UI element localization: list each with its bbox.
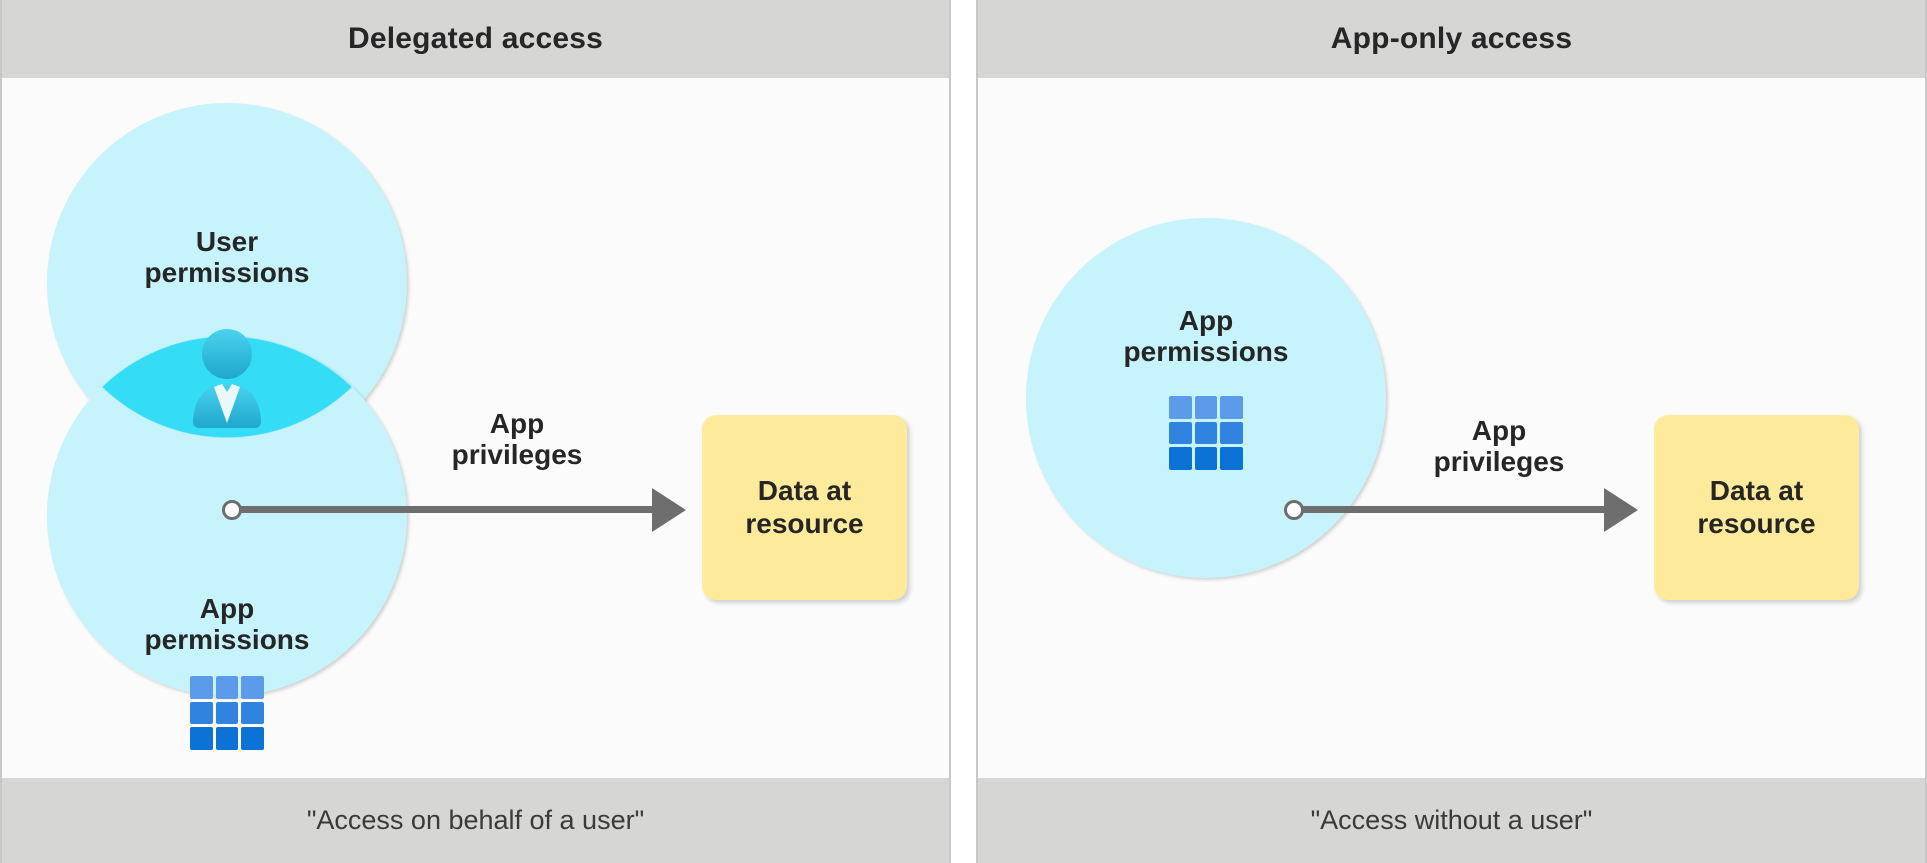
- edge-label-line1: App: [489, 408, 545, 439]
- panel-header-app-only: App-only access: [978, 0, 1925, 78]
- edge-label-app-privileges-app-only: App privileges: [1384, 415, 1614, 478]
- resource-label-line1: Data at: [1709, 475, 1804, 507]
- connector-line-delegated: [238, 506, 656, 513]
- grid-cell: [1169, 447, 1192, 470]
- grid-cell: [241, 701, 264, 725]
- grid-cell: [215, 676, 239, 699]
- grid-cell: [1169, 421, 1192, 445]
- label-app-permissions-line1: App: [199, 593, 255, 624]
- resource-label-line2: resource: [1697, 507, 1816, 539]
- panel-body-app-only: App permissions App privileges: [978, 78, 1925, 778]
- panel-divider-gap: [951, 0, 976, 863]
- connector-node-app-only: [1284, 500, 1304, 520]
- panel-footer-app-only: "Access without a user": [978, 778, 1925, 863]
- label-user-permissions-line1: User: [195, 226, 259, 257]
- app-grid-icon: [190, 676, 264, 750]
- grid-cell: [215, 701, 239, 725]
- app-grid-icon: [1169, 396, 1243, 470]
- grid-cell: [215, 727, 239, 750]
- grid-cell: [1194, 447, 1218, 470]
- grid-cell: [190, 727, 213, 750]
- resource-label-line1: Data at: [757, 475, 852, 507]
- grid-cell: [1220, 447, 1243, 470]
- grid-cell: [190, 676, 213, 699]
- connector-node-delegated: [222, 500, 242, 520]
- panel-body-delegated: User permissions: [2, 78, 949, 778]
- panel-caption-app-only: "Access without a user": [1310, 805, 1593, 835]
- edge-label-line1: App: [1471, 415, 1527, 446]
- person-icon: [188, 328, 266, 428]
- label-app-permissions-delegated: App permissions: [47, 593, 407, 656]
- grid-cell: [1220, 396, 1243, 419]
- label-user-permissions: User permissions: [47, 226, 407, 289]
- edge-label-app-privileges-delegated: App privileges: [402, 408, 632, 471]
- connector-line-app-only: [1300, 506, 1608, 513]
- label-app-permissions-app-only: App permissions: [1026, 305, 1386, 368]
- resource-box-app-only: Data at resource: [1654, 415, 1859, 600]
- label-user-permissions-line2: permissions: [144, 257, 310, 289]
- grid-cell: [241, 676, 264, 699]
- panel-footer-delegated: "Access on behalf of a user": [2, 778, 949, 863]
- resource-label-line2: resource: [745, 507, 864, 539]
- grid-cell: [1194, 421, 1218, 445]
- grid-cell: [241, 727, 264, 750]
- panel-delegated-access: Delegated access User permissions: [0, 0, 951, 863]
- resource-box-label-delegated: Data at resource: [745, 475, 863, 539]
- grid-cell: [1220, 421, 1243, 445]
- resource-box-delegated: Data at resource: [702, 415, 907, 600]
- panel-caption-delegated: "Access on behalf of a user": [306, 805, 645, 835]
- panel-header-delegated: Delegated access: [2, 0, 949, 78]
- edge-label-line2: privileges: [451, 439, 583, 471]
- panel-title-delegated: Delegated access: [347, 22, 604, 55]
- grid-cell: [1194, 396, 1218, 419]
- grid-cell: [190, 701, 213, 725]
- label-app-permissions-line2: permissions: [1123, 336, 1289, 368]
- edge-label-line2: privileges: [1433, 446, 1565, 478]
- label-app-permissions-line2: permissions: [144, 624, 310, 656]
- resource-box-label-app-only: Data at resource: [1697, 475, 1815, 539]
- label-app-permissions-line1: App: [1178, 305, 1234, 336]
- connector-arrowhead-app-only: [1604, 488, 1638, 532]
- grid-cell: [1169, 396, 1192, 419]
- connector-arrowhead-delegated: [652, 488, 686, 532]
- panel-app-only-access: App-only access App permissions: [976, 0, 1927, 863]
- panel-title-app-only: App-only access: [1330, 22, 1573, 55]
